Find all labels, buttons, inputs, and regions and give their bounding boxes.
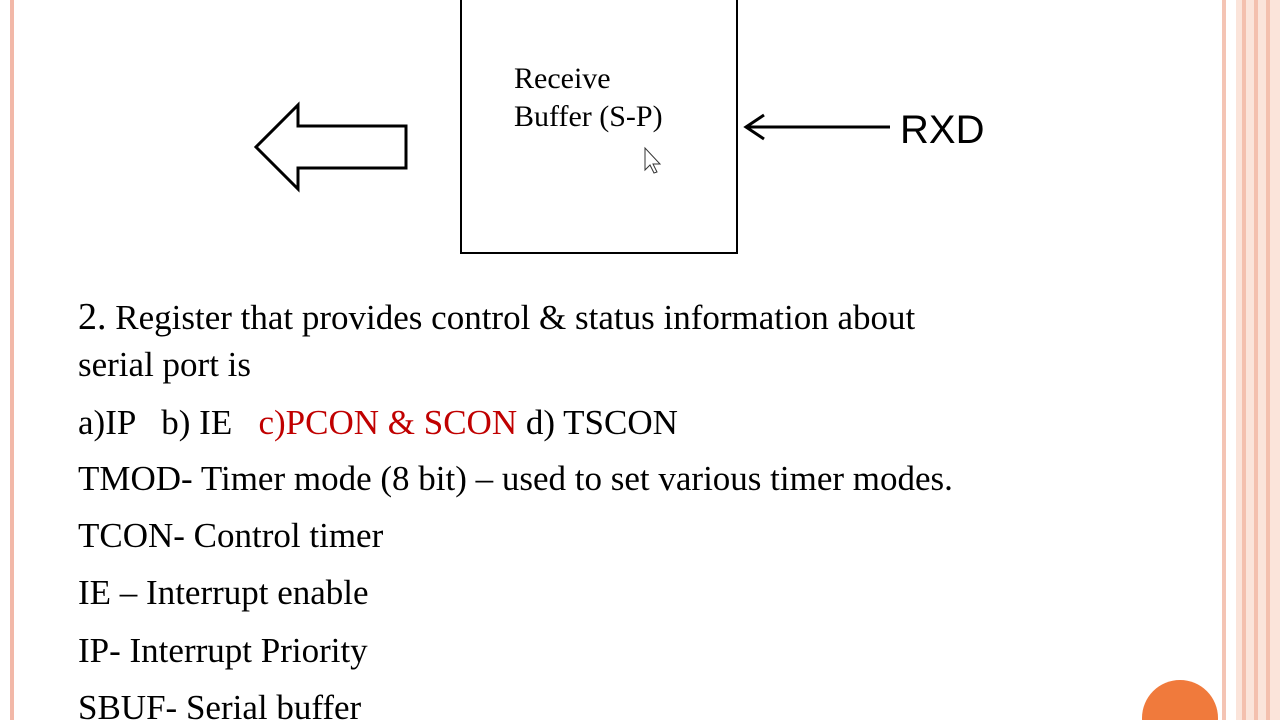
question-text-2: serial port is <box>78 345 252 384</box>
option-c-correct: c)PCON & SCON <box>258 403 518 442</box>
mouse-cursor-icon <box>644 146 662 174</box>
question-number: 2. <box>78 296 107 338</box>
rxd-label: RXD <box>900 108 985 152</box>
receive-buffer-diagram: Receive Buffer (S-P) RXD <box>0 0 1280 270</box>
note-ip: IP- Interrupt Priority <box>78 631 368 670</box>
note-tcon: TCON- Control timer <box>78 516 384 555</box>
right-border-stripe <box>1222 0 1226 720</box>
left-border-stripe <box>10 0 14 720</box>
note-sbuf: SBUF- Serial buffer <box>78 688 362 720</box>
orange-circle-decoration <box>1142 680 1218 720</box>
option-d: d) TSCON <box>525 403 678 442</box>
right-border-stripe <box>1242 0 1246 720</box>
option-b: b) IE <box>161 403 233 442</box>
rxd-arrowhead <box>743 113 765 141</box>
question-line-1: 2. Register that provides control & stat… <box>78 295 915 340</box>
note-tmod: TMOD- Timer mode (8 bit) – used to set v… <box>78 459 953 498</box>
receive-buffer-box <box>460 0 738 254</box>
question-text-1: Register that provides control & status … <box>106 298 916 337</box>
diagram-arrows <box>253 101 890 193</box>
output-block-arrow <box>253 101 408 193</box>
note-ie: IE – Interrupt enable <box>78 573 369 612</box>
right-border-stripe <box>1266 0 1270 720</box>
option-a: a)IP <box>78 403 136 442</box>
options-line: a)IP b) IE c)PCON & SCON d) TSCON <box>78 401 678 445</box>
buffer-label: Receive Buffer (S-P) <box>514 62 663 133</box>
right-border-stripe <box>1254 0 1258 720</box>
